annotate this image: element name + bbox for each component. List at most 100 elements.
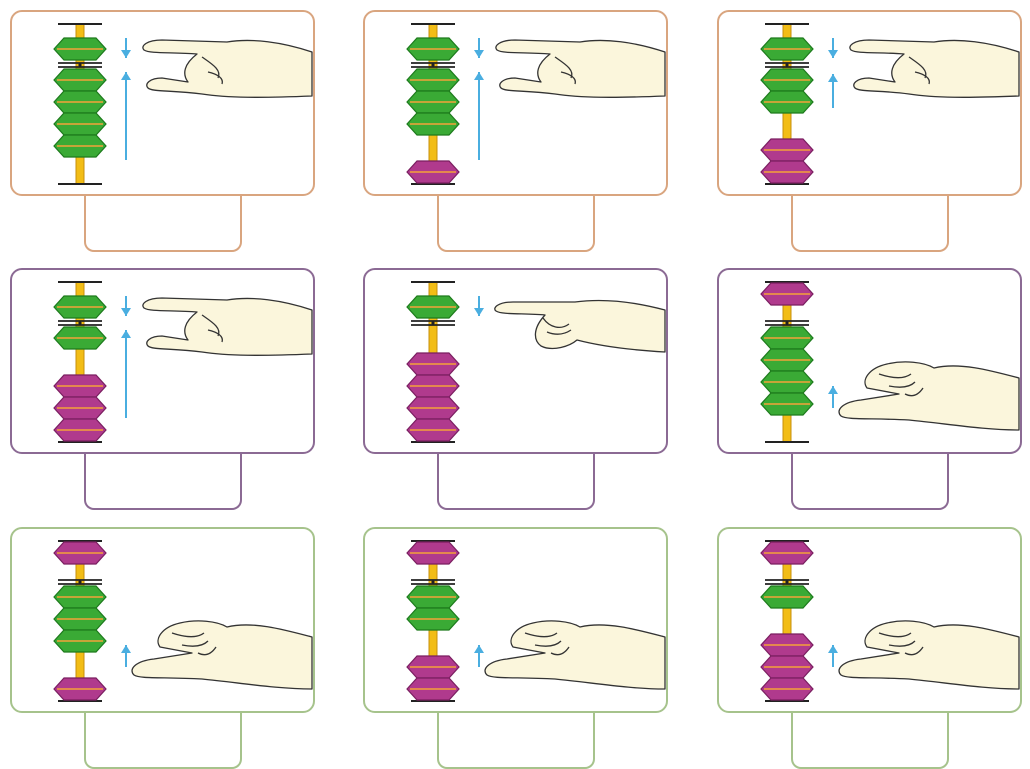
finger-arrow-up [121,645,131,667]
finger-arrow-up [828,386,838,408]
lower-bead-2 [406,90,460,114]
abacus-rod-diagram [53,540,313,702]
card-tab-1 [83,194,242,252]
abacus-rod-diagram [406,281,666,443]
card-tab-9 [790,711,949,769]
upper-bead [53,541,107,565]
lower-bead-3 [406,655,460,679]
divider-dot [78,321,82,325]
hand-thumb-push-icon [131,620,313,690]
card-tab-8 [436,711,595,769]
abacus-card-8 [363,527,668,713]
lower-bead-1 [760,585,814,609]
lower-bead-1 [760,68,814,92]
divider-dot [785,63,789,67]
hand-point-icon [494,299,666,353]
card-tab-6 [790,452,949,510]
hand-pinch-icon [142,297,313,356]
hand-thumb-push-icon [838,620,1020,690]
finger-arrow-up [474,72,484,160]
abacus-card-7 [10,527,315,713]
lower-bead-3 [760,138,814,162]
upper-bead [760,282,814,306]
hand-thumb-push-icon [838,361,1020,431]
finger-arrow-down [474,38,484,58]
hand-pinch-icon [142,39,313,98]
lower-bead-2 [760,90,814,114]
lower-bead-4 [53,677,107,701]
lower-bead-4 [760,160,814,184]
lower-bead-4 [53,134,107,158]
abacus-rod-diagram [53,281,313,443]
lower-bead-3 [760,370,814,394]
lower-bead-4 [406,677,460,701]
divider-dot [785,580,789,584]
upper-bead [53,37,107,61]
hand-pinch-icon [495,39,666,98]
finger-arrow-down [474,296,484,316]
lower-bead-2 [406,607,460,631]
lower-bead-4 [406,418,460,442]
lower-bead-3 [53,629,107,653]
lower-bead-1 [53,68,107,92]
finger-arrow-down [121,296,131,316]
abacus-rod-diagram [53,23,313,185]
divider-dot [785,321,789,325]
lower-bead-2 [760,633,814,657]
hand-thumb-push-icon [484,620,666,690]
divider-dot [431,580,435,584]
lower-bead-3 [406,112,460,136]
divider-dot [431,321,435,325]
lower-bead-1 [760,326,814,350]
lower-bead-3 [406,396,460,420]
finger-arrow-up [474,645,484,667]
lower-bead-3 [760,655,814,679]
abacus-card-5 [363,268,668,454]
abacus-rod-diagram [760,281,1020,443]
abacus-card-2 [363,10,668,196]
lower-bead-4 [760,677,814,701]
card-tab-4 [83,452,242,510]
card-tab-3 [790,194,949,252]
abacus-card-1 [10,10,315,196]
abacus-card-3 [717,10,1022,196]
upper-bead [406,37,460,61]
upper-bead [53,295,107,319]
finger-arrow-up [828,645,838,667]
abacus-card-9 [717,527,1022,713]
divider-dot [78,63,82,67]
abacus-card-4 [10,268,315,454]
lower-bead-1 [53,585,107,609]
lower-bead-3 [53,396,107,420]
abacus-rod-diagram [406,540,666,702]
lower-bead-3 [53,112,107,136]
finger-arrow-up [121,72,131,160]
lower-bead-1 [406,68,460,92]
upper-bead [760,37,814,61]
lower-bead-2 [53,607,107,631]
abacus-card-6 [717,268,1022,454]
finger-arrow-down [828,38,838,58]
card-tab-2 [436,194,595,252]
lower-bead-1 [53,326,107,350]
lower-bead-1 [406,585,460,609]
lower-bead-2 [53,374,107,398]
abacus-rod-diagram [406,23,666,185]
upper-bead [760,541,814,565]
finger-arrow-up [121,330,131,418]
upper-bead [406,295,460,319]
lower-bead-4 [760,392,814,416]
finger-arrow-down [121,38,131,58]
lower-bead-2 [760,348,814,372]
abacus-rod-diagram [760,540,1020,702]
card-tab-5 [436,452,595,510]
lower-bead-4 [406,160,460,184]
divider-dot [78,580,82,584]
divider-dot [431,63,435,67]
lower-bead-2 [53,90,107,114]
finger-arrow-up [828,74,838,108]
hand-pinch-icon [849,39,1020,98]
lower-bead-1 [406,352,460,376]
lower-bead-2 [406,374,460,398]
